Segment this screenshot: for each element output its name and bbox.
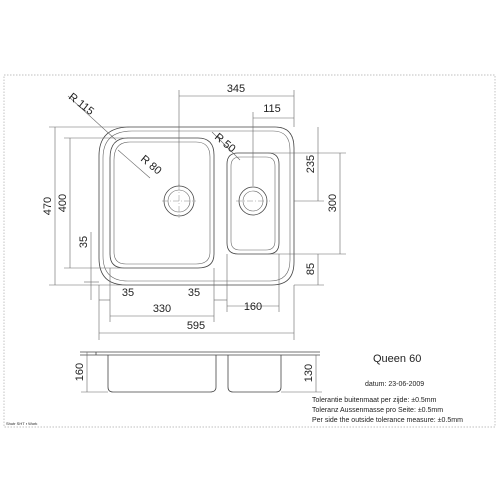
dim-160: 160 (244, 301, 262, 313)
dim-85: 85 (305, 263, 317, 275)
side-small-bowl (227, 355, 282, 393)
drawing-frame (3, 74, 496, 428)
tolerance-line-de: Toleranz Aussenmasse pro Seite: ±0.5mm (312, 407, 443, 414)
big-bowl-inner (113, 141, 211, 265)
side-view (80, 351, 322, 393)
dim-bottom-35-right: 35 (188, 287, 200, 299)
dim-side-130: 130 (303, 364, 315, 382)
dim-r115: R 115 (66, 91, 96, 118)
dim-115: 115 (263, 103, 281, 115)
dim-side-160: 160 (74, 363, 86, 381)
dim-r50: R 50 (212, 131, 238, 155)
dim-r80: R 80 (138, 153, 164, 177)
dimension-lines (49, 90, 346, 340)
tolerance-line-en: Per side the outside tolerance measure: … (312, 417, 463, 424)
dim-left-35: 35 (78, 236, 90, 248)
sink-outer-outline (98, 126, 295, 286)
dim-300: 300 (327, 194, 339, 212)
big-bowl-outline (109, 137, 215, 269)
dim-235: 235 (305, 155, 317, 173)
dim-345: 345 (227, 83, 245, 95)
small-bowl-inner (230, 156, 276, 251)
dim-330: 330 (153, 303, 171, 315)
dim-400: 400 (57, 194, 69, 212)
dim-470: 470 (42, 197, 54, 215)
top-view (98, 126, 295, 286)
date-line: datum: 23-06-2009 (365, 381, 424, 388)
sink-outer-outline-inner (102, 130, 291, 282)
dim-595: 595 (187, 320, 205, 332)
product-name: Queen 60 (373, 353, 421, 365)
tolerance-line-nl: Tolerantie buitenmaat per zijde: ±0.5mm (312, 397, 437, 404)
footer-note: Shutr SHT r Work (6, 421, 37, 426)
side-big-bowl (107, 355, 217, 393)
dim-bottom-35-left: 35 (122, 287, 134, 299)
